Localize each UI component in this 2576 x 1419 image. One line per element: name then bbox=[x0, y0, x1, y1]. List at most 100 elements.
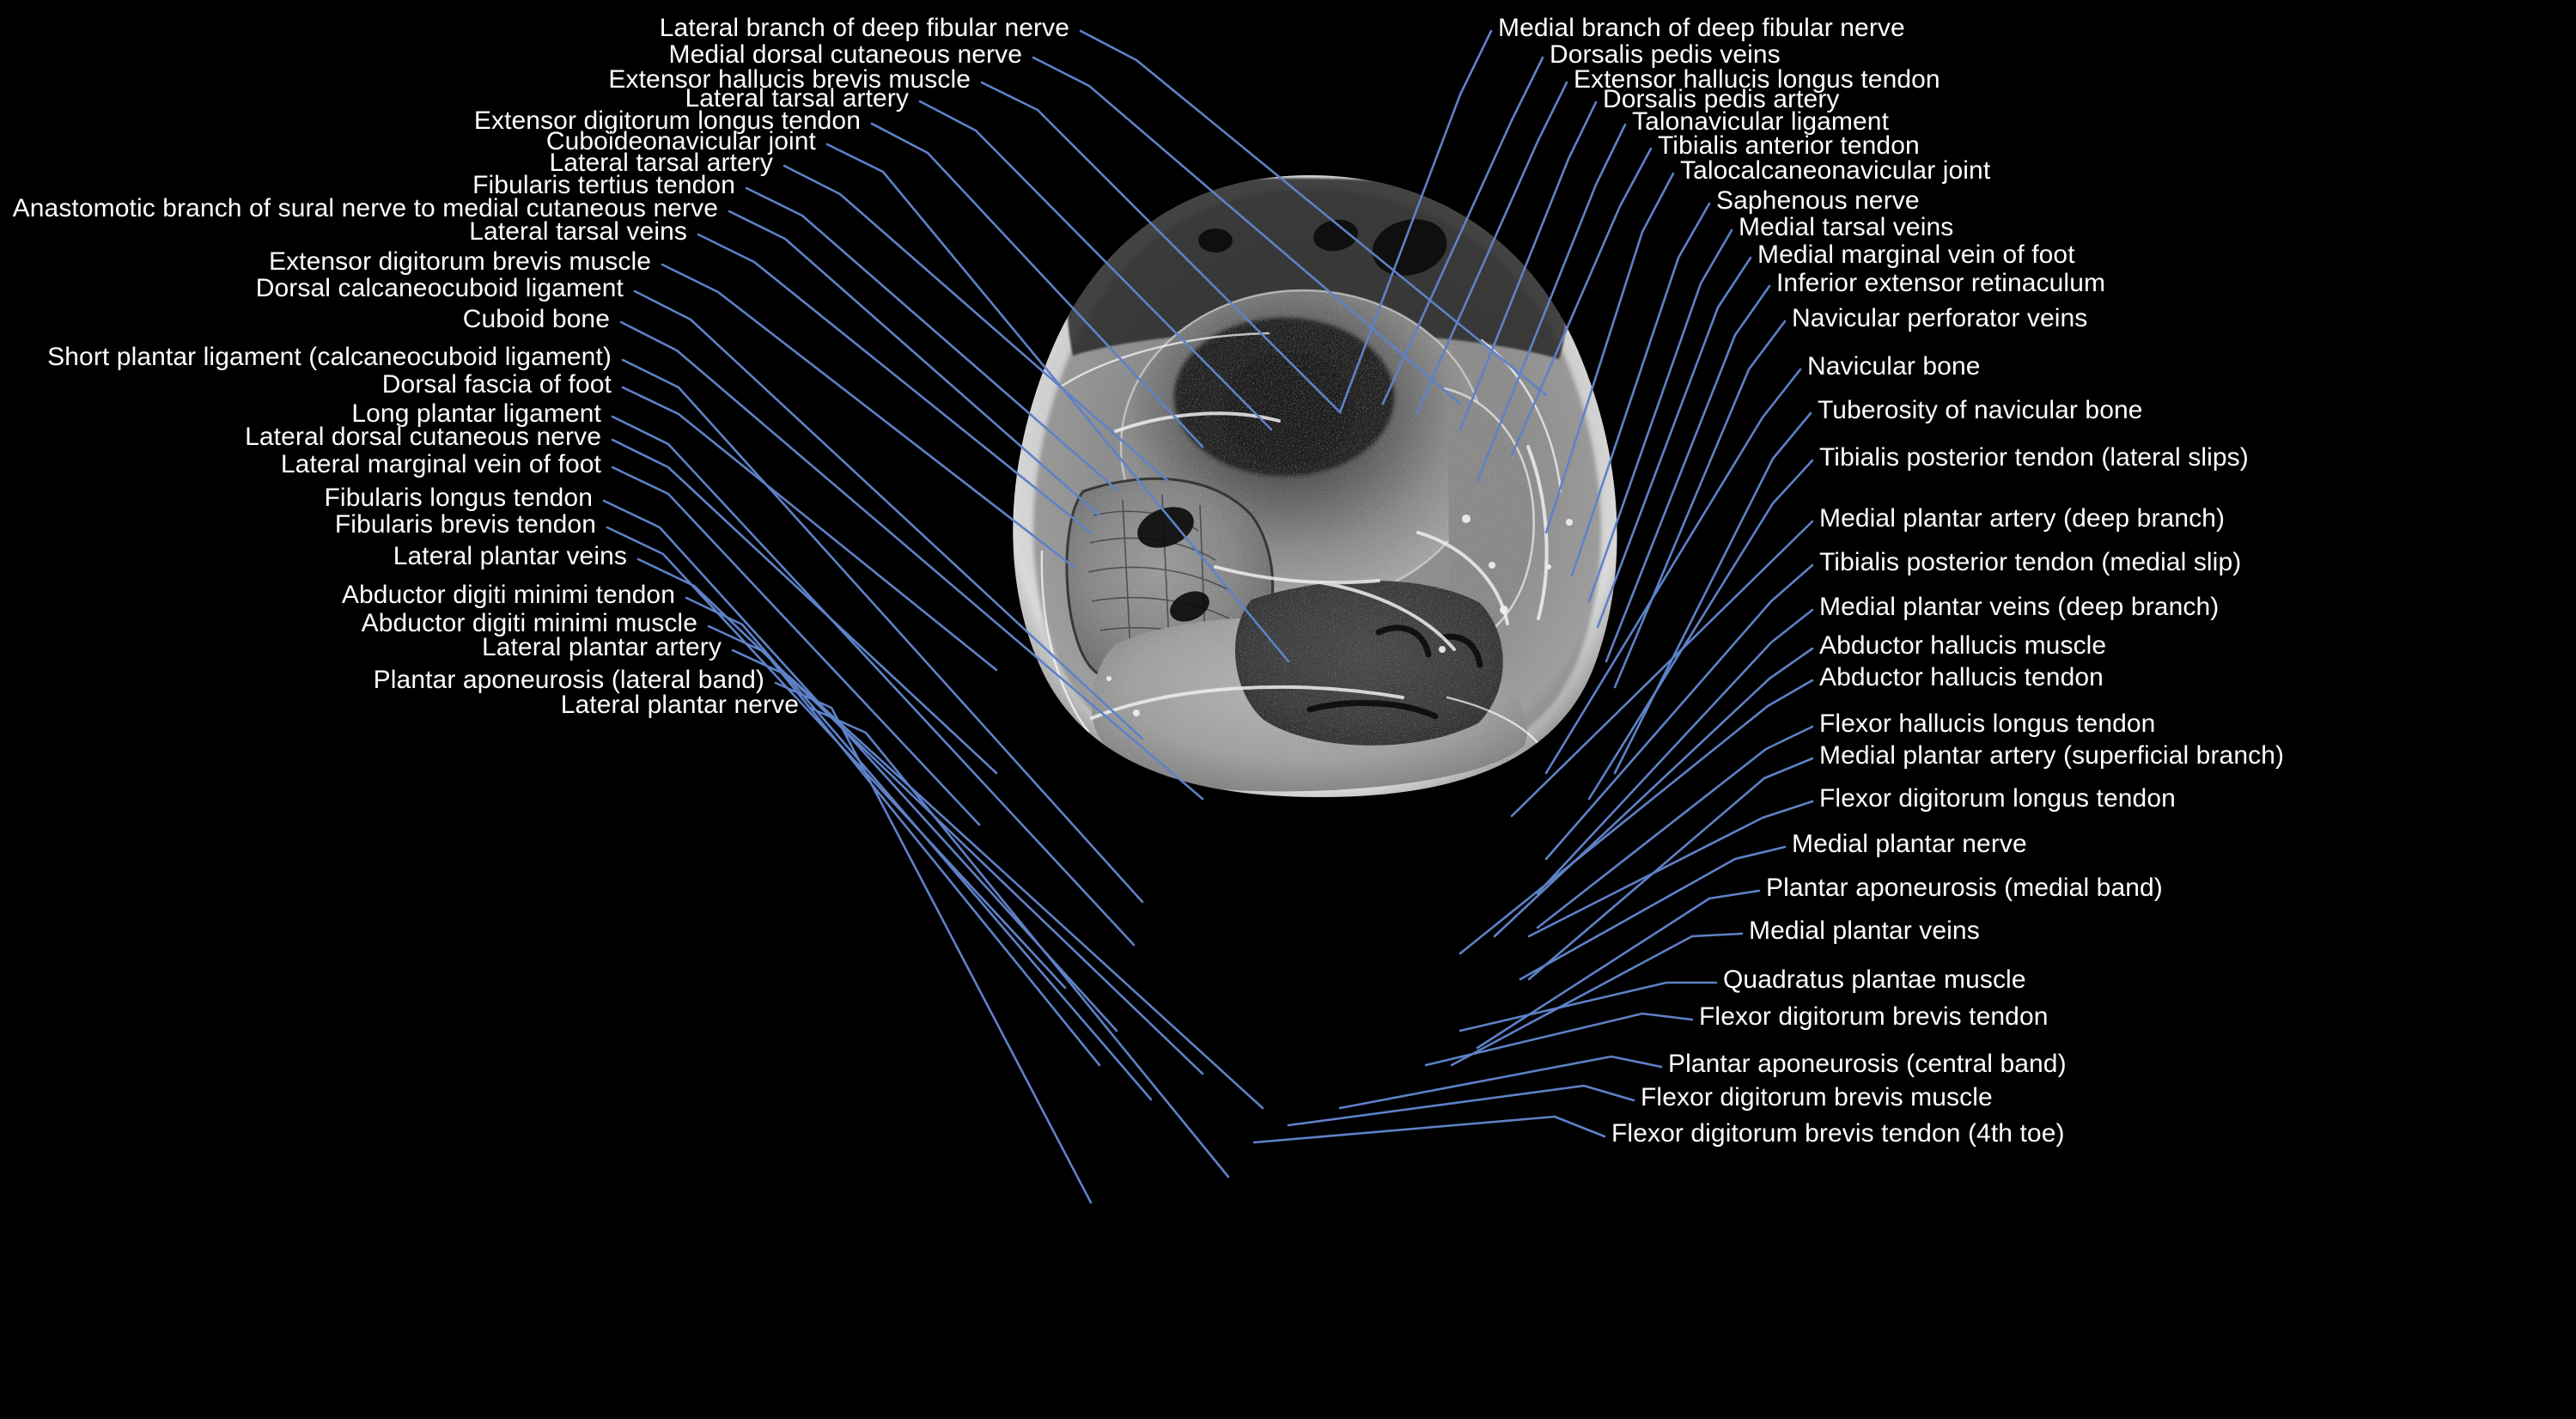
leader-line-medial-plantar-nerve bbox=[1519, 845, 1787, 981]
annotation-label-plantar-aponeurosis-lateral-band[interactable]: Plantar aponeurosis (lateral band) bbox=[373, 666, 764, 694]
annotation-label-extensor-hallucis-longus-tendon[interactable]: Extensor hallucis longus tendon bbox=[1574, 65, 1940, 94]
leader-line-lateral-branch-of-deep-fibular-nerve bbox=[1079, 29, 1548, 397]
leader-line-medial-branch-of-deep-fibular-nerve bbox=[1338, 29, 1493, 414]
annotation-label-saphenous-nerve[interactable]: Saphenous nerve bbox=[1716, 186, 1920, 215]
annotation-label-short-plantar-ligament-calcaneocuboid-ligament[interactable]: Short plantar ligament (calcaneocuboid l… bbox=[47, 343, 612, 371]
annotation-label-quadratus-plantae-muscle[interactable]: Quadratus plantae muscle bbox=[1723, 965, 2026, 994]
leader-line-dorsalis-pedis-veins bbox=[1381, 56, 1544, 405]
annotation-label-inferior-extensor-retinaculum[interactable]: Inferior extensor retinaculum bbox=[1776, 269, 2106, 297]
annotation-label-lateral-marginal-vein-of-foot[interactable]: Lateral marginal vein of foot bbox=[280, 450, 601, 478]
annotation-label-medial-dorsal-cutaneous-nerve[interactable]: Medial dorsal cutaneous nerve bbox=[668, 40, 1022, 69]
leader-line-medial-marginal-vein-of-foot bbox=[1596, 256, 1752, 629]
leader-line-abductor-hallucis-muscle bbox=[1493, 647, 1814, 938]
leader-line-lateral-tarsal-artery bbox=[783, 164, 1170, 483]
annotation-label-dorsalis-pedis-artery[interactable]: Dorsalis pedis artery bbox=[1603, 85, 1840, 113]
leader-line-abductor-hallucis-tendon bbox=[1459, 679, 1814, 955]
annotation-label-talocalcaneonavicular-joint[interactable]: Talocalcaneonavicular joint bbox=[1680, 156, 1991, 185]
annotation-label-lateral-branch-of-deep-fibular-nerve[interactable]: Lateral branch of deep fibular nerve bbox=[659, 14, 1069, 42]
leader-line-fibularis-brevis-tendon bbox=[606, 526, 1067, 990]
annotation-label-navicular-bone[interactable]: Navicular bone bbox=[1807, 352, 1981, 381]
leader-line-tibialis-anterior-tendon bbox=[1510, 147, 1653, 457]
leader-line-quadratus-plantae-muscle bbox=[1459, 981, 1718, 1032]
leader-line-medial-plantar-artery-deep-branch bbox=[1510, 520, 1814, 818]
annotation-label-fibularis-brevis-tendon[interactable]: Fibularis brevis tendon bbox=[334, 510, 596, 539]
annotation-label-medial-marginal-vein-of-foot[interactable]: Medial marginal vein of foot bbox=[1757, 241, 2075, 269]
leader-line-lateral-plantar-veins bbox=[636, 557, 1204, 1075]
annotation-label-flexor-digitorum-brevis-muscle[interactable]: Flexor digitorum brevis muscle bbox=[1641, 1083, 1993, 1111]
annotation-label-lateral-plantar-artery[interactable]: Lateral plantar artery bbox=[481, 633, 722, 661]
annotation-label-extensor-digitorum-brevis-muscle[interactable]: Extensor digitorum brevis muscle bbox=[268, 247, 651, 276]
annotation-label-plantar-aponeurosis-central-band[interactable]: Plantar aponeurosis (central band) bbox=[1668, 1050, 2067, 1078]
leader-line-extensor-hallucis-longus-tendon bbox=[1416, 81, 1568, 414]
annotation-label-dorsalis-pedis-veins[interactable]: Dorsalis pedis veins bbox=[1550, 40, 1781, 69]
annotation-label-lateral-tarsal-artery[interactable]: Lateral tarsal artery bbox=[549, 149, 773, 177]
leader-line-talocalcaneonavicular-joint bbox=[1544, 172, 1675, 534]
annotation-label-dorsal-calcaneocuboid-ligament[interactable]: Dorsal calcaneocuboid ligament bbox=[255, 274, 624, 302]
leader-line-dorsalis-pedis-artery bbox=[1459, 100, 1598, 431]
annotation-label-tibialis-posterior-tendon-lateral-slips[interactable]: Tibialis posterior tendon (lateral slips… bbox=[1819, 443, 2249, 472]
leader-line-navicular-bone bbox=[1544, 368, 1802, 775]
leader-line-talonavicular-ligament bbox=[1476, 123, 1627, 483]
leader-line-tuberosity-of-navicular-bone bbox=[1613, 411, 1812, 775]
annotation-label-plantar-aponeurosis-medial-band[interactable]: Plantar aponeurosis (medial band) bbox=[1766, 874, 2163, 902]
leader-line-saphenous-nerve bbox=[1570, 202, 1711, 577]
annotation-label-lateral-plantar-nerve[interactable]: Lateral plantar nerve bbox=[560, 691, 799, 719]
leader-line-medial-plantar-artery-superficial-branch bbox=[1527, 757, 1814, 981]
annotation-label-medial-tarsal-veins[interactable]: Medial tarsal veins bbox=[1739, 213, 1954, 241]
annotation-label-flexor-hallucis-longus-tendon[interactable]: Flexor hallucis longus tendon bbox=[1819, 710, 2156, 738]
annotation-label-extensor-digitorum-longus-tendon[interactable]: Extensor digitorum longus tendon bbox=[473, 107, 861, 135]
annotation-label-fibularis-longus-tendon[interactable]: Fibularis longus tendon bbox=[324, 484, 593, 512]
leader-line-medial-tarsal-veins bbox=[1587, 228, 1733, 603]
annotation-label-tibialis-anterior-tendon[interactable]: Tibialis anterior tendon bbox=[1658, 131, 1920, 160]
leader-line-fibularis-longus-tendon bbox=[602, 499, 1118, 1032]
annotation-label-anastomotic-branch-of-sural-nerve-to-medial-cutaneous-nerve[interactable]: Anastomotic branch of sural nerve to med… bbox=[12, 194, 718, 222]
annotation-label-flexor-digitorum-brevis-tendon-4th-toe[interactable]: Flexor digitorum brevis tendon (4th toe) bbox=[1611, 1119, 2065, 1148]
annotation-label-abductor-hallucis-tendon[interactable]: Abductor hallucis tendon bbox=[1819, 663, 2104, 691]
mri-scan-image bbox=[932, 163, 1688, 799]
leader-line-inferior-extensor-retinaculum bbox=[1605, 284, 1771, 663]
annotation-label-abductor-hallucis-muscle[interactable]: Abductor hallucis muscle bbox=[1819, 631, 2107, 660]
leader-line-short-plantar-ligament-calcaneocuboid-ligament bbox=[621, 358, 1144, 904]
leader-line-flexor-digitorum-brevis-muscle bbox=[1287, 1084, 1635, 1127]
leader-line-extensor-digitorum-longus-tendon bbox=[870, 122, 1204, 448]
leader-line-lateral-plantar-nerve bbox=[808, 706, 1230, 1178]
annotation-label-long-plantar-ligament[interactable]: Long plantar ligament bbox=[351, 399, 601, 428]
leader-line-medial-plantar-veins-deep-branch bbox=[1536, 608, 1814, 895]
annotation-label-talonavicular-ligament[interactable]: Talonavicular ligament bbox=[1632, 107, 1890, 136]
annotation-label-medial-plantar-veins[interactable]: Medial plantar veins bbox=[1749, 917, 1980, 945]
annotation-label-lateral-tarsal-artery[interactable]: Lateral tarsal artery bbox=[685, 84, 909, 113]
leader-line-anastomotic-branch-of-sural-nerve-to-medial-cutaneous-nerve bbox=[728, 210, 1101, 517]
annotation-label-cuboideonavicular-joint[interactable]: Cuboideonavicular joint bbox=[545, 127, 816, 155]
annotation-label-flexor-digitorum-brevis-tendon[interactable]: Flexor digitorum brevis tendon bbox=[1699, 1002, 2049, 1031]
leader-line-lateral-tarsal-artery bbox=[918, 100, 1273, 431]
leader-line-extensor-hallucis-brevis-muscle bbox=[980, 81, 1342, 414]
leader-line-flexor-digitorum-brevis-tendon-4th-toe bbox=[1252, 1115, 1606, 1144]
annotation-label-lateral-tarsal-veins[interactable]: Lateral tarsal veins bbox=[469, 217, 687, 246]
annotation-label-extensor-hallucis-brevis-muscle[interactable]: Extensor hallucis brevis muscle bbox=[608, 65, 971, 94]
leader-line-lateral-tarsal-veins bbox=[697, 233, 1093, 534]
annotation-label-abductor-digiti-minimi-muscle[interactable]: Abductor digiti minimi muscle bbox=[361, 609, 697, 637]
annotation-label-tuberosity-of-navicular-bone[interactable]: Tuberosity of navicular bone bbox=[1818, 396, 2143, 424]
leader-line-tibialis-posterior-tendon-lateral-slips bbox=[1587, 459, 1814, 801]
leader-line-plantar-aponeurosis-lateral-band bbox=[774, 681, 1093, 1204]
annotation-label-tibialis-posterior-tendon-medial-slip[interactable]: Tibialis posterior tendon (medial slip) bbox=[1819, 548, 2242, 576]
annotation-label-fibularis-tertius-tendon[interactable]: Fibularis tertius tendon bbox=[472, 171, 735, 199]
annotation-label-medial-plantar-nerve[interactable]: Medial plantar nerve bbox=[1792, 830, 2027, 858]
annotation-label-medial-plantar-artery-deep-branch[interactable]: Medial plantar artery (deep branch) bbox=[1819, 504, 2226, 533]
leader-line-medial-plantar-veins bbox=[1450, 932, 1744, 1067]
annotation-label-lateral-plantar-veins[interactable]: Lateral plantar veins bbox=[393, 542, 627, 570]
leader-line-medial-dorsal-cutaneous-nerve bbox=[1032, 56, 1462, 405]
annotation-label-medial-plantar-veins-deep-branch[interactable]: Medial plantar veins (deep branch) bbox=[1819, 593, 2220, 621]
annotation-label-flexor-digitorum-longus-tendon[interactable]: Flexor digitorum longus tendon bbox=[1819, 784, 2176, 813]
annotation-label-lateral-dorsal-cutaneous-nerve[interactable]: Lateral dorsal cutaneous nerve bbox=[245, 423, 601, 451]
annotation-label-medial-plantar-artery-superficial-branch[interactable]: Medial plantar artery (superficial branc… bbox=[1819, 741, 2285, 770]
annotation-label-medial-branch-of-deep-fibular-nerve[interactable]: Medial branch of deep fibular nerve bbox=[1498, 14, 1905, 42]
leader-line-navicular-perforator-veins bbox=[1613, 320, 1787, 689]
annotation-label-abductor-digiti-minimi-tendon[interactable]: Abductor digiti minimi tendon bbox=[341, 581, 675, 609]
annotation-label-cuboid-bone[interactable]: Cuboid bone bbox=[462, 305, 610, 333]
leader-line-fibularis-tertius-tendon bbox=[745, 186, 1118, 491]
leader-line-plantar-aponeurosis-central-band bbox=[1338, 1055, 1663, 1110]
annotation-label-navicular-perforator-veins[interactable]: Navicular perforator veins bbox=[1792, 304, 2088, 332]
annotation-label-dorsal-fascia-of-foot[interactable]: Dorsal fascia of foot bbox=[381, 370, 612, 399]
